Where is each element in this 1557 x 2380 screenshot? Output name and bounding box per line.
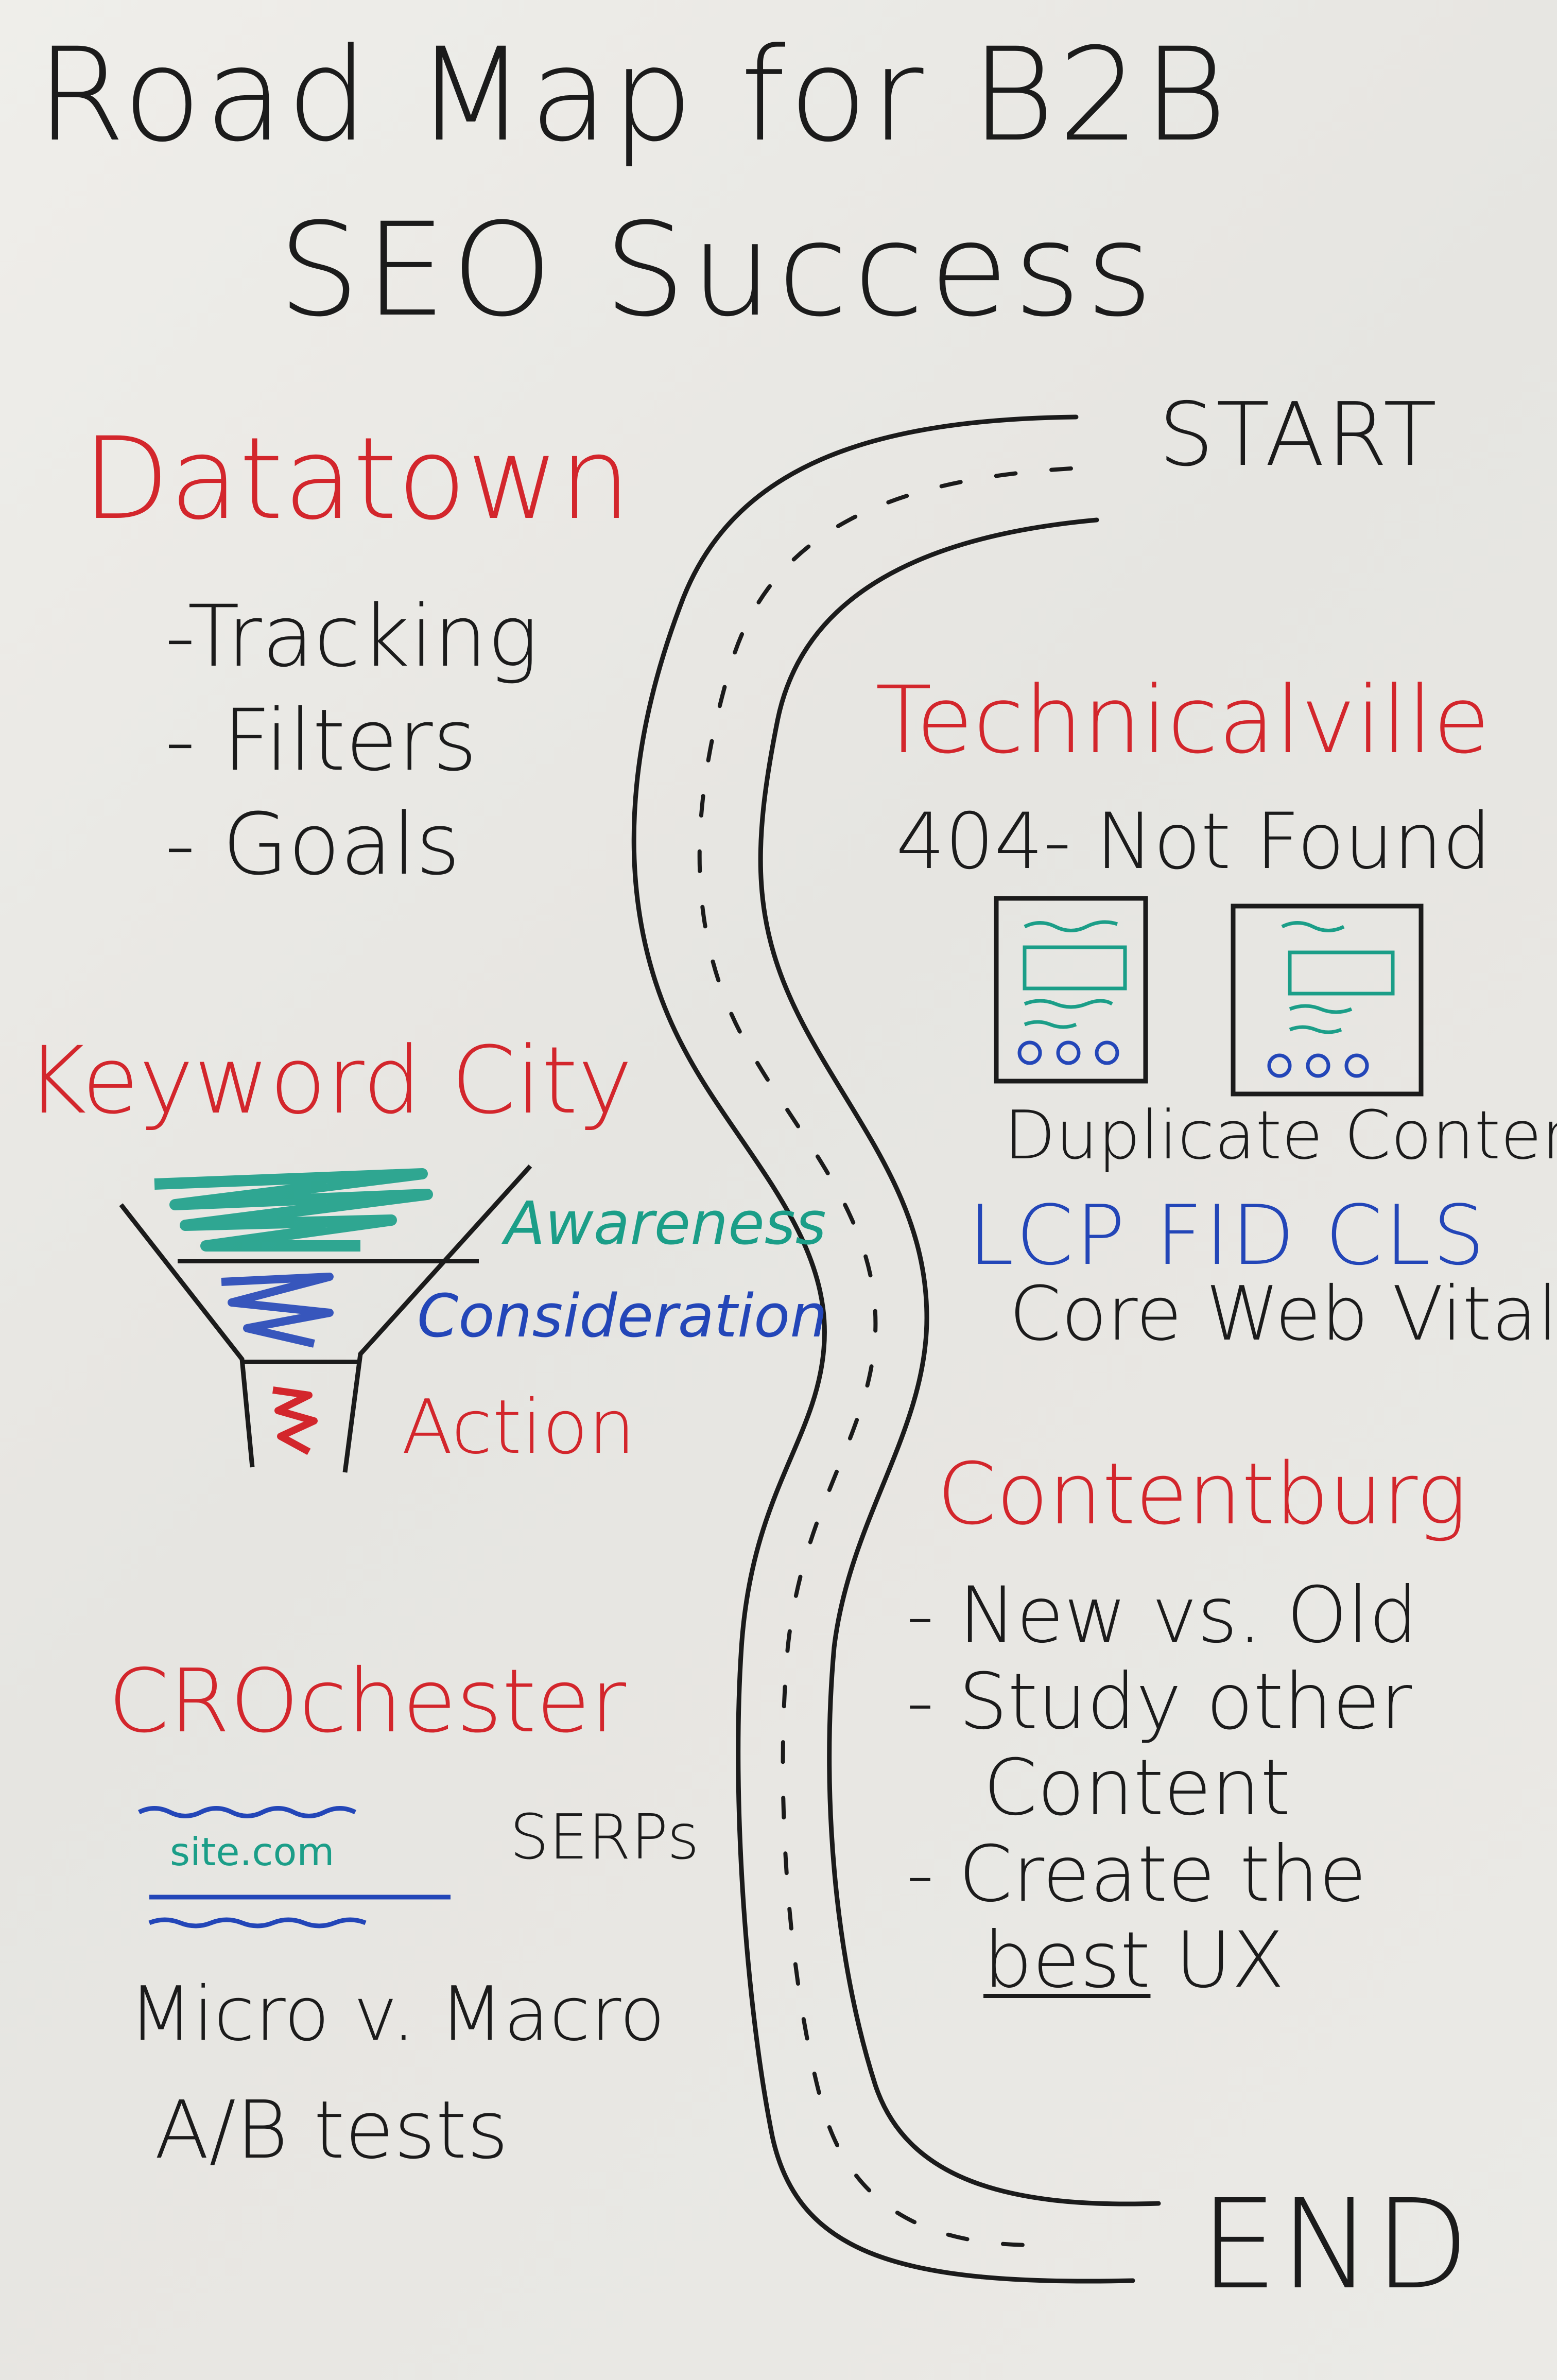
- road-right-edge: [758, 517, 1161, 2207]
- board-title-line-2: SEO Success: [278, 195, 1158, 345]
- not-found-label: 404- Not Found: [896, 797, 1492, 887]
- contentburg-item: - Study other: [906, 1657, 1412, 1747]
- contentburg-item: - New vs. Old: [906, 1571, 1418, 1660]
- board-title-line-1: Road Map for B2B: [36, 20, 1231, 170]
- datatown-item: - Goals: [165, 795, 460, 894]
- action-scribble: [272, 1386, 318, 1455]
- consideration-scribble: [221, 1273, 334, 1348]
- road-start-label: START: [1158, 384, 1439, 486]
- serp-site-url: site.com: [170, 1829, 335, 1874]
- serp-snippet: [137, 1806, 451, 1929]
- duplicate-page-wireframe-1: [994, 896, 1148, 1084]
- technicalville-title: Technicalville: [875, 667, 1490, 774]
- contentburg-list: - New vs. Old - Study other Content - Cr…: [906, 1575, 1418, 2007]
- funnel-stage-awareness: Awareness: [505, 1189, 826, 1258]
- crochester-title: CROchester: [108, 1651, 627, 1752]
- funnel-stage-action: Action: [402, 1384, 636, 1471]
- core-web-vitals-metrics: LCP FID CLS: [968, 1187, 1487, 1283]
- road-center-dashes: [697, 466, 1073, 2247]
- datatown-item: - Filters: [165, 691, 477, 790]
- contentburg-item-continuation: Content: [983, 1743, 1291, 1833]
- duplicate-page-wireframe-2: [1231, 904, 1424, 1097]
- road-left-edge: [631, 414, 1135, 2284]
- keyword-city-title: Keyword City: [26, 1027, 633, 1135]
- core-web-vitals-label: Core Web Vitals: [1009, 1271, 1557, 1358]
- duplicate-content-label: Duplicate Content: [1004, 1096, 1557, 1174]
- contentburg-item-continuation: best UX: [906, 1920, 1418, 2002]
- awareness-scribble: [154, 1168, 433, 1252]
- contentburg-item: - Create the: [906, 1829, 1367, 1919]
- contentburg-title: Contentburg: [937, 1445, 1467, 1543]
- datatown-list: -Tracking - Filters - Goals: [165, 587, 539, 899]
- datatown-title: Datatown: [82, 413, 631, 545]
- best-underlined: best: [983, 1916, 1151, 2005]
- serps-label: SERPs: [510, 1802, 700, 1873]
- datatown-item: -Tracking: [165, 587, 539, 686]
- road-end-label: END: [1200, 2173, 1472, 2317]
- funnel-stage-consideration: Consideration: [417, 1282, 828, 1351]
- marketing-funnel: [119, 1164, 532, 1473]
- ux-word: UX: [1150, 1916, 1285, 2005]
- ab-tests-label: A/B tests: [154, 2083, 509, 2177]
- micro-macro-label: Micro v. Macro: [129, 1971, 665, 2058]
